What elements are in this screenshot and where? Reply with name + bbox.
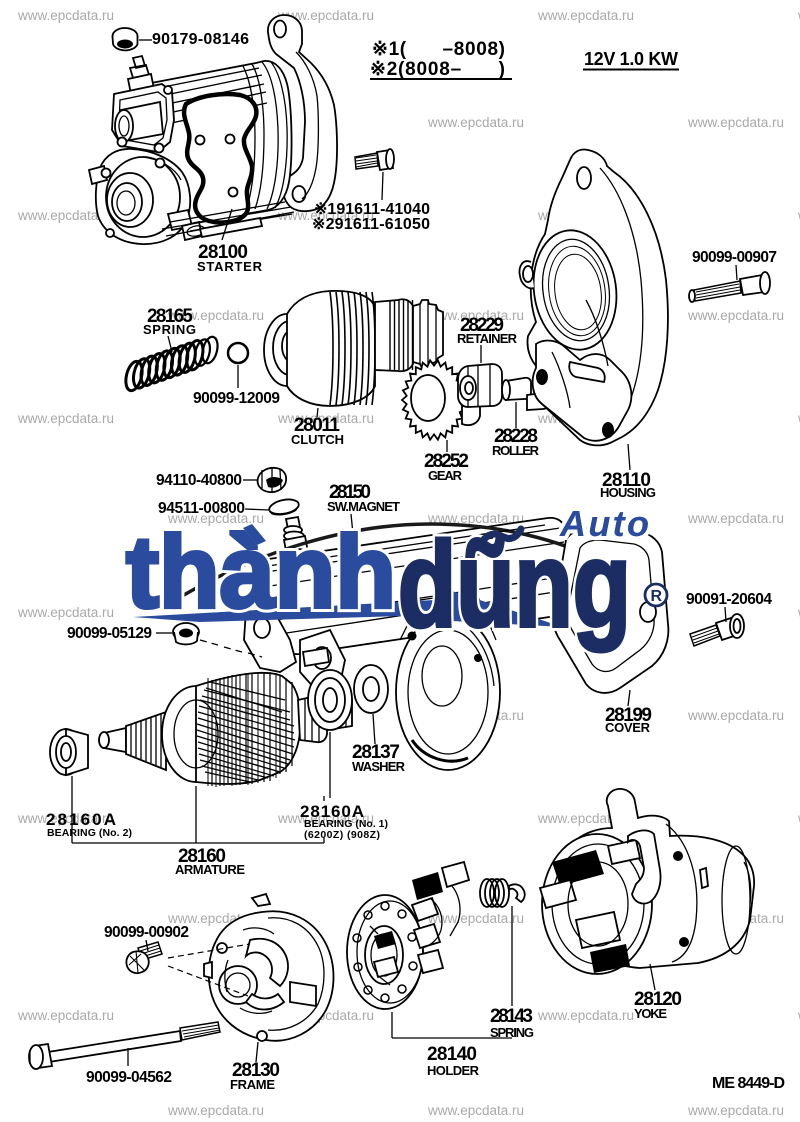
- svg-text:RETAINER: RETAINER: [457, 331, 518, 346]
- svg-text:28110: 28110: [602, 470, 651, 491]
- svg-text:www.epcdata.ru: www.epcdata.ru: [427, 511, 524, 526]
- svg-text:28137: 28137: [352, 742, 400, 763]
- svg-text:90099-00907: 90099-00907: [692, 249, 777, 266]
- svg-text:WASHER: WASHER: [352, 759, 406, 774]
- svg-text:28150: 28150: [329, 482, 371, 503]
- svg-text:ARMATURE: ARMATURE: [175, 862, 245, 877]
- svg-text:90099-00902: 90099-00902: [104, 924, 189, 941]
- svg-text:(6200Z) (908Z): (6200Z) (908Z): [304, 829, 380, 841]
- svg-text:28100: 28100: [198, 242, 248, 263]
- svg-text:HOUSING: HOUSING: [600, 485, 656, 500]
- svg-text:28011: 28011: [294, 415, 340, 436]
- svg-text:94511-00800: 94511-00800: [158, 500, 245, 517]
- svg-text:※1( –8008): ※1( –8008): [372, 39, 505, 60]
- svg-text:28165: 28165: [147, 306, 193, 327]
- svg-text:28252: 28252: [424, 451, 469, 472]
- svg-text:GEAR: GEAR: [428, 468, 463, 483]
- svg-text:SW.MAGNET: SW.MAGNET: [327, 499, 400, 514]
- svg-text:www.epcdata.ru: www.epcdata.ru: [687, 115, 784, 130]
- svg-text:BEARING (No. 1): BEARING (No. 1): [304, 818, 388, 830]
- svg-text:28228: 28228: [494, 426, 538, 447]
- svg-text:www.epcdata.ru: www.epcdata.ru: [687, 708, 784, 723]
- svg-text:ME 8449-D: ME 8449-D: [712, 1075, 785, 1092]
- svg-text:www.epcdata.ru: www.epcdata.ru: [537, 8, 634, 23]
- svg-text:Auto: Auto: [559, 503, 649, 544]
- svg-text:28229: 28229: [460, 315, 504, 336]
- svg-text:www.epcdata.ru: www.epcdata.ru: [687, 308, 784, 323]
- svg-text:ROLLER: ROLLER: [492, 443, 540, 458]
- svg-text:CLUTCH: CLUTCH: [291, 432, 344, 447]
- svg-text:www.epcdata.ru: www.epcdata.ru: [797, 411, 800, 426]
- svg-text:www.epcdata.ru: www.epcdata.ru: [797, 208, 800, 223]
- svg-text:HOLDER: HOLDER: [427, 1063, 480, 1078]
- svg-text:www.epcdata.ru: www.epcdata.ru: [427, 115, 524, 130]
- svg-text:94110-40800: 94110-40800: [156, 472, 242, 489]
- svg-text:www.epcdata.ru: www.epcdata.ru: [277, 411, 374, 426]
- svg-text:www.epcdata.ru: www.epcdata.ru: [167, 511, 264, 526]
- svg-text:www.epcdata.ru: www.epcdata.ru: [797, 8, 800, 23]
- svg-text:STARTER: STARTER: [197, 259, 263, 274]
- svg-text:28199: 28199: [605, 705, 652, 726]
- svg-text:www.epcdata.ru: www.epcdata.ru: [17, 208, 114, 223]
- svg-text:28130: 28130: [232, 1060, 280, 1081]
- svg-text:90099-04562: 90099-04562: [86, 1069, 172, 1086]
- svg-text:www.epcdata.ru: www.epcdata.ru: [277, 8, 374, 23]
- svg-text:※191611-41040: ※191611-41040: [314, 201, 430, 218]
- svg-text:90091-20604: 90091-20604: [686, 591, 772, 608]
- svg-text:www.epcdata.ru: www.epcdata.ru: [427, 911, 524, 926]
- svg-text:FRAME: FRAME: [230, 1077, 275, 1092]
- svg-text:www.epcdata.ru: www.epcdata.ru: [427, 1103, 524, 1118]
- svg-text:SPRING: SPRING: [143, 322, 196, 337]
- svg-text:90099-12009: 90099-12009: [193, 390, 280, 407]
- svg-text:www.epcdata.ru: www.epcdata.ru: [687, 1103, 784, 1118]
- svg-text:www.epcdata.ru: www.epcdata.ru: [17, 411, 114, 426]
- svg-text:www.epcdata.ru: www.epcdata.ru: [277, 811, 374, 826]
- svg-text:BEARING (No. 2): BEARING (No. 2): [47, 827, 132, 839]
- svg-text:www.epcdata.ru: www.epcdata.ru: [537, 1008, 634, 1023]
- svg-text:R: R: [651, 588, 663, 605]
- svg-text:www.epcdata.ru: www.epcdata.ru: [797, 1008, 800, 1023]
- svg-text:thành: thành: [126, 515, 396, 629]
- svg-text:※291611-61050: ※291611-61050: [312, 216, 430, 233]
- svg-text:28160A: 28160A: [300, 802, 364, 821]
- svg-text:www.epcdata.ru: www.epcdata.ru: [17, 605, 114, 620]
- svg-text:28140: 28140: [427, 1044, 477, 1065]
- svg-text:www.epcdata.ru: www.epcdata.ru: [17, 8, 114, 23]
- svg-text:28120: 28120: [634, 989, 682, 1010]
- svg-text:Auto: Auto: [559, 503, 649, 544]
- svg-text:28143: 28143: [490, 1006, 533, 1027]
- svg-text:www.epcdata.ru: www.epcdata.ru: [797, 605, 800, 620]
- svg-text:www.epcdata.ru: www.epcdata.ru: [17, 811, 114, 826]
- svg-text:28160: 28160: [178, 846, 226, 867]
- svg-text:www.epcdata.ru: www.epcdata.ru: [797, 811, 800, 826]
- svg-text:www.epcdata.ru: www.epcdata.ru: [427, 308, 524, 323]
- svg-text:YOKE: YOKE: [634, 1006, 667, 1021]
- svg-text:thành: thành: [126, 515, 396, 629]
- svg-text:www.epcdata.ru: www.epcdata.ru: [687, 511, 784, 526]
- svg-text:www.epcdata.ru: www.epcdata.ru: [167, 1103, 264, 1118]
- svg-text:www.epcdata.ru: www.epcdata.ru: [17, 1008, 114, 1023]
- svg-text:90099-05129: 90099-05129: [67, 625, 152, 642]
- svg-text:28160A: 28160A: [46, 810, 116, 829]
- svg-text:※2(8008– ): ※2(8008– ): [370, 59, 505, 80]
- svg-text:www.epcdata.ru: www.epcdata.ru: [167, 308, 264, 323]
- svg-text:SPRING: SPRING: [490, 1025, 534, 1040]
- svg-text:COVER: COVER: [605, 720, 651, 735]
- svg-text:90179-08146: 90179-08146: [152, 31, 249, 48]
- svg-text:12V 1.0 KW: 12V 1.0 KW: [584, 49, 678, 69]
